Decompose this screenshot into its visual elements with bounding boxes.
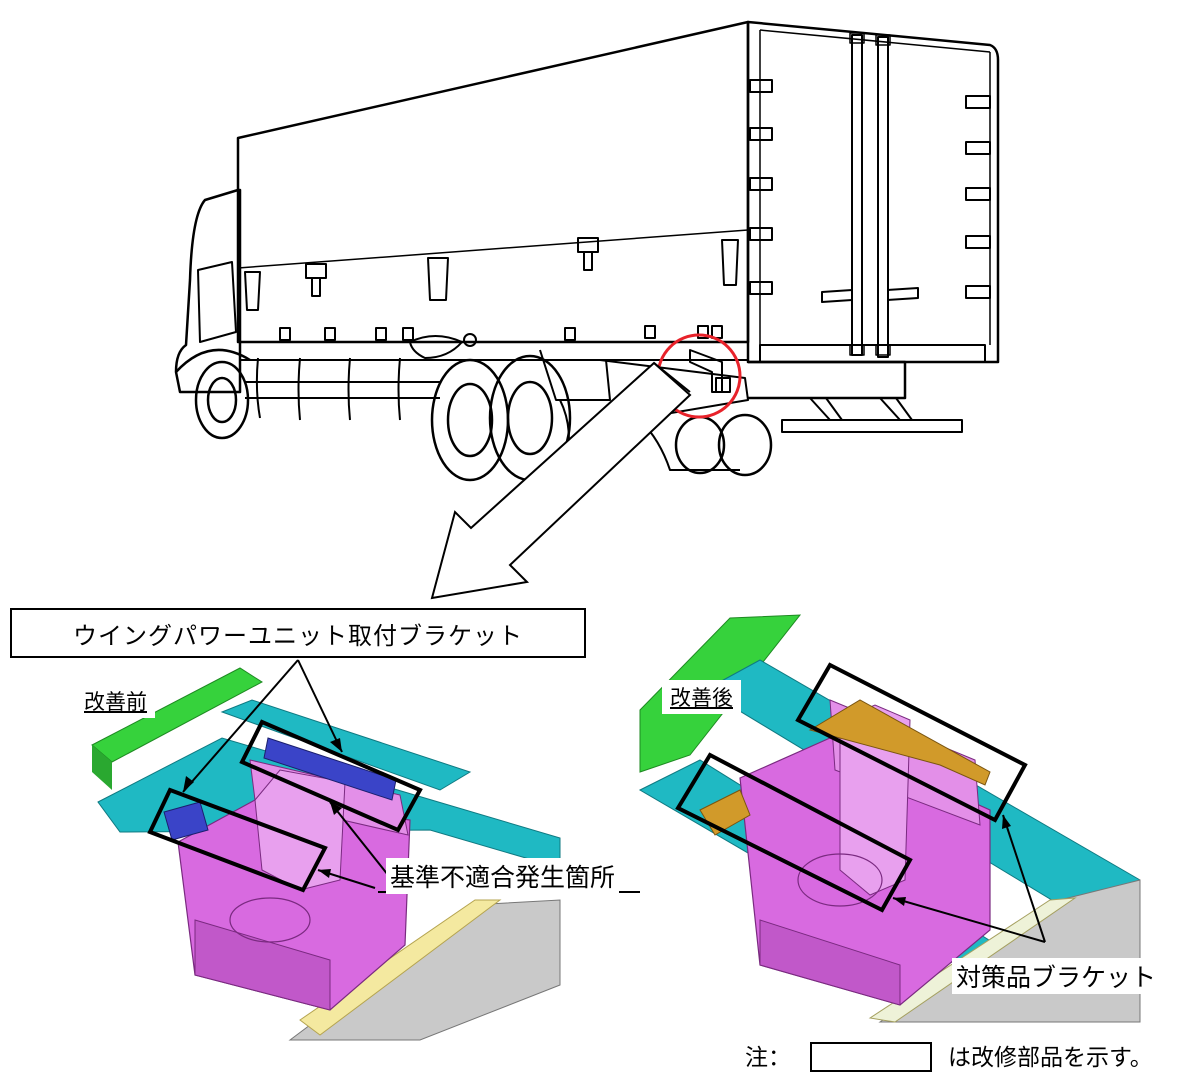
note-prefix: 注：	[745, 1045, 791, 1071]
note-suffix: は改修部品を示す。	[948, 1045, 1153, 1071]
after-view	[638, 614, 1141, 1023]
after-bracket-box-upper	[795, 662, 1028, 823]
before-bracket-box-lower	[147, 787, 328, 893]
after-tag: 改善後	[662, 680, 741, 714]
bracket-callout-label: ウイングパワーユニット取付ブラケット	[73, 621, 523, 650]
after-bracket-box-lower	[675, 752, 913, 913]
defect-location-label: 基準不適合発生箇所	[386, 858, 620, 894]
before-bracket-box-upper	[239, 719, 423, 833]
legend-box	[810, 1042, 932, 1072]
zoom-arrow	[430, 361, 692, 600]
truck-drawing	[174, 20, 1000, 482]
before-view	[91, 659, 640, 1041]
cargo-box-rear	[746, 20, 1000, 364]
bracket-callout: ウイングパワーユニット取付ブラケット	[10, 608, 586, 658]
cargo-box-side	[236, 20, 750, 344]
before-tag: 改善前	[76, 684, 155, 718]
countermeasure-bracket-label: 対策品ブラケット	[952, 958, 1161, 994]
front-wheel	[175, 348, 251, 440]
